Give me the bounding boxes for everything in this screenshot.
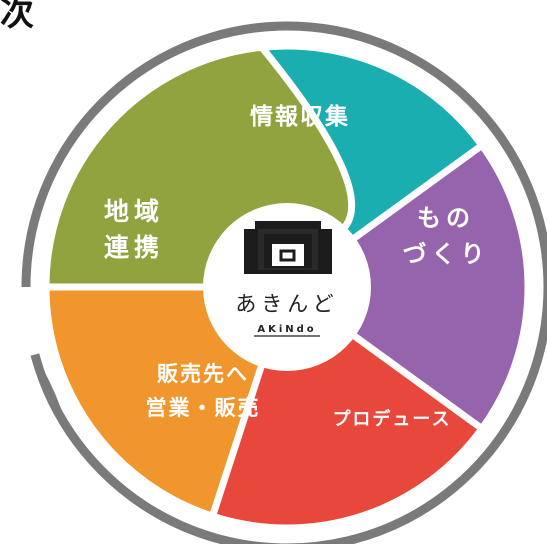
segment-label-produce: プロデュース [332,408,451,430]
segment-label-sales: 営業・販売 [146,396,261,420]
segment-label-sales: 販売先へ [157,362,249,386]
segment-label-mono: もの [417,204,475,232]
storefront-noren-icon [244,221,332,274]
corner-text: 次 [0,0,34,34]
segment-label-region: 地域 [104,197,164,226]
segment-label-region: 連携 [104,233,164,262]
logo-romanized: AKiNdo [257,324,316,335]
logo-wordmark: あきんど [235,292,338,316]
segment-label-mono: づくり [403,240,490,268]
cycle-ring-arc [21,21,547,544]
cycle-ring-arc-short [37,374,61,412]
segment-label-info: 情報収集 [250,103,350,130]
